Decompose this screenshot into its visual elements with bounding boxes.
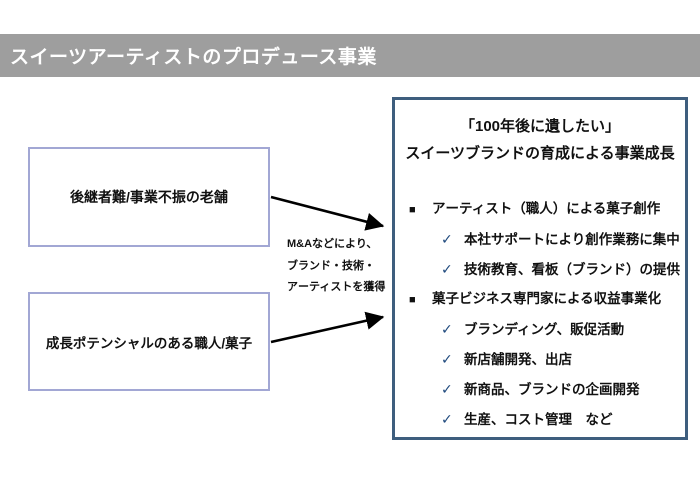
check-icon: ✓ <box>441 321 453 337</box>
check-item: ✓ 新店舗開発、出店 <box>395 348 685 371</box>
result-box-heading: 「100年後に遺したい」 スイーツブランドの育成による事業成長 <box>395 113 685 167</box>
check-icon: ✓ <box>441 351 453 367</box>
item-text: 技術教育、看板（ブランド）の提供 <box>464 262 680 277</box>
check-item: ✓ 本社サポートにより創作業務に集中 <box>395 228 685 251</box>
source-box-1-label: 後継者難/事業不振の老舗 <box>70 189 228 205</box>
arrow-top-to-result <box>270 195 385 231</box>
arrow-bottom-to-result <box>270 311 385 344</box>
source-box-2-label: 成長ポテンシャルのある職人/菓子 <box>45 335 253 351</box>
square-bullet-icon: ■ <box>409 204 416 216</box>
check-item: ✓ 技術教育、看板（ブランド）の提供 <box>395 258 685 281</box>
bullet-item: ■ 菓子ビジネス専門家による収益事業化 <box>395 288 685 311</box>
slide-title: スイーツアーティストのプロデュース事業 <box>10 47 377 68</box>
title-bar: スイーツアーティストのプロデュース事業 <box>0 34 700 77</box>
item-text: ブランディング、販促活動 <box>464 322 625 337</box>
check-icon: ✓ <box>441 261 453 277</box>
item-text: 本社サポートにより創作業務に集中 <box>464 232 680 247</box>
result-box-list: ■ アーティスト（職人）による菓子創作 ✓ 本社サポートにより創作業務に集中 ✓ 技術教育… <box>395 198 685 431</box>
bullet-item: ■ アーティスト（職人）による菓子創作 <box>395 198 685 221</box>
item-text: 生産、コスト管理 など <box>464 412 613 427</box>
check-icon: ✓ <box>441 231 453 247</box>
check-icon: ✓ <box>441 381 453 397</box>
check-icon: ✓ <box>441 411 453 427</box>
source-box-growth-craftsmen: 成長ポテンシャルのある職人/菓子 <box>28 292 270 391</box>
item-text: 菓子ビジネス専門家による収益事業化 <box>432 291 662 306</box>
source-box-struggling-shops: 後継者難/事業不振の老舗 <box>28 147 270 247</box>
mna-note-line-2: ブランド・技術・ <box>287 259 375 272</box>
item-text: アーティスト（職人）による菓子創作 <box>432 201 661 216</box>
mna-acquisition-note: M&Aなどにより、 ブランド・技術・ アーティストを獲得 <box>287 234 397 299</box>
result-heading-line-2: スイーツブランドの育成による事業成長 <box>405 145 675 162</box>
check-item: ✓ 生産、コスト管理 など <box>395 408 685 431</box>
item-text: 新店舗開発、出店 <box>464 352 572 367</box>
square-bullet-icon: ■ <box>409 294 416 306</box>
mna-note-line-3: アーティストを獲得 <box>287 281 386 293</box>
item-text: 新商品、ブランドの企画開発 <box>464 382 640 397</box>
result-box: 「100年後に遺したい」 スイーツブランドの育成による事業成長 ■ アーティスト（… <box>392 97 688 440</box>
check-item: ✓ 新商品、ブランドの企画開発 <box>395 378 685 401</box>
check-item: ✓ ブランディング、販促活動 <box>395 318 685 341</box>
result-heading-line-1: 「100年後に遺したい」 <box>459 118 621 135</box>
mna-note-line-1: M&Aなどにより、 <box>287 238 378 250</box>
